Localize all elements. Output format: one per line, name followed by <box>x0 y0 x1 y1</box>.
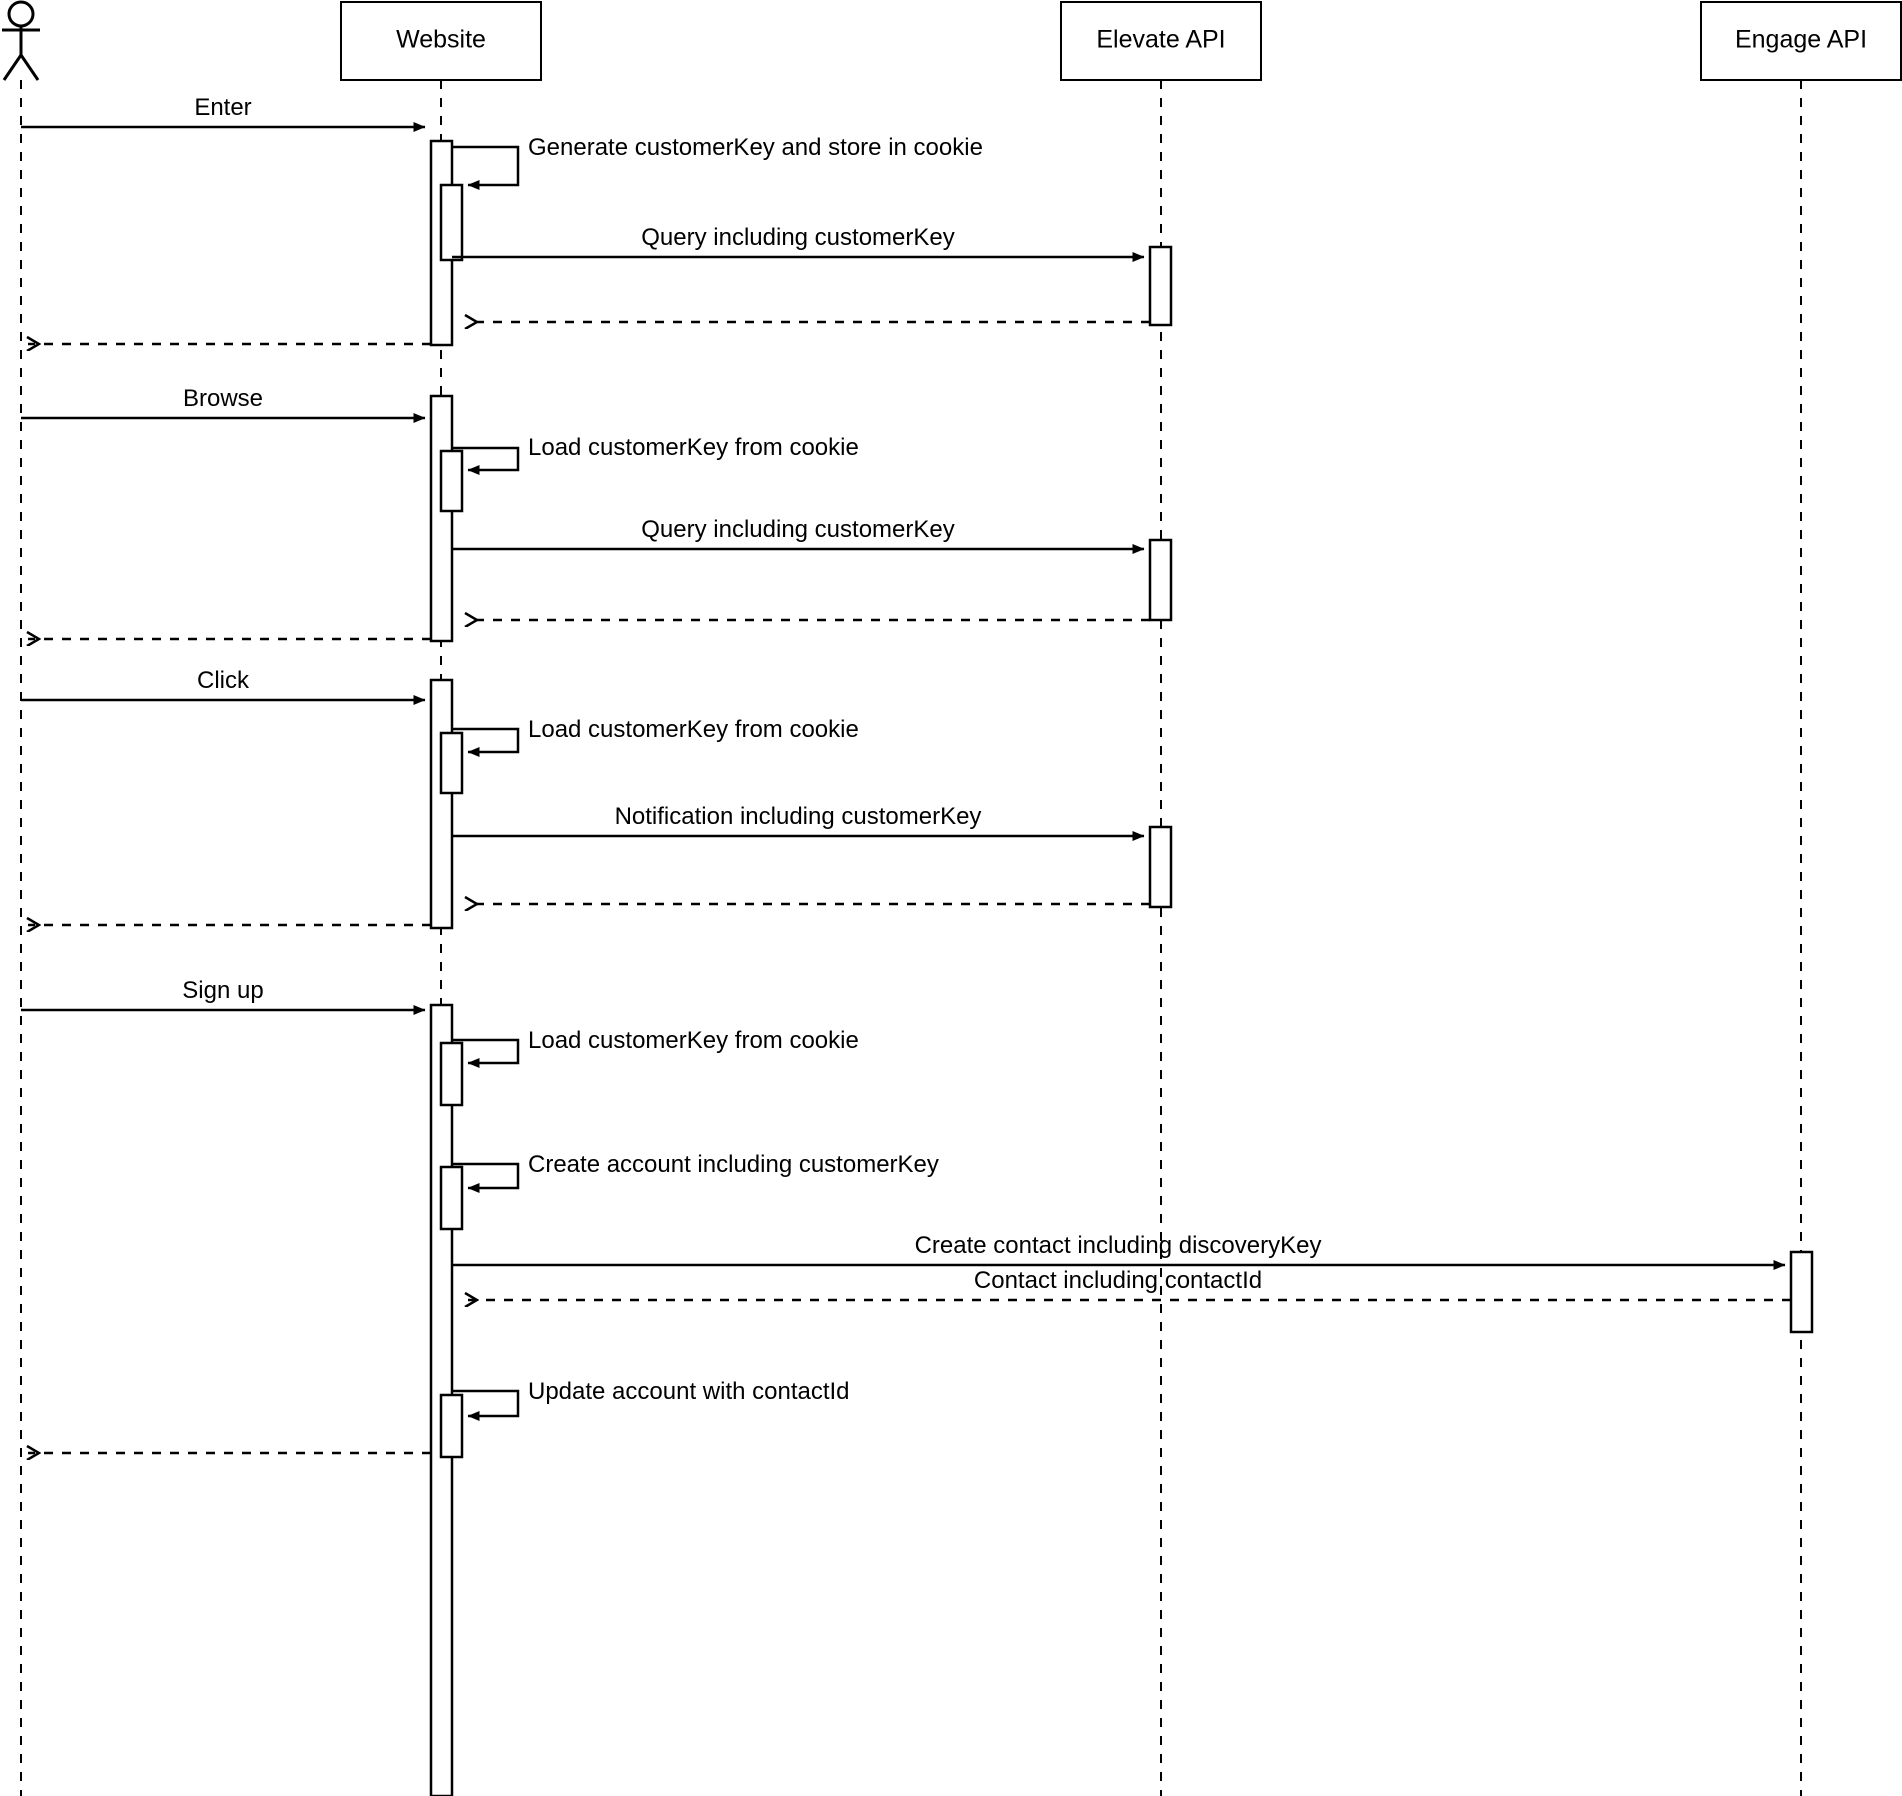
block-signup: Sign up Load customerKey from cookie Cre… <box>21 977 1814 1796</box>
self-message-generate-customer-key-label: Generate customerKey and store in cookie <box>528 134 983 161</box>
activation-website-browse-nested[interactable] <box>439 449 464 513</box>
self-message-load-customer-key-3-label: Load customerKey from cookie <box>528 1027 859 1054</box>
activation-website-click-nested[interactable] <box>439 731 464 795</box>
participant-box-website[interactable] <box>340 1 542 81</box>
message-click-label: Click <box>197 667 250 694</box>
self-message-generate-customer-key-arrow[interactable] <box>452 145 520 190</box>
activation-elevate-click[interactable] <box>1148 825 1173 909</box>
block-browse: Browse Load customerKey from cookie Quer… <box>21 385 1173 643</box>
participant-label-website: Website <box>396 26 486 54</box>
participant-box-elevate-api[interactable] <box>1060 1 1262 81</box>
activation-elevate-browse[interactable] <box>1148 538 1173 622</box>
message-create-contact-label: Create contact including discoveryKey <box>915 1232 1322 1259</box>
participant-actor[interactable] <box>2 0 40 1796</box>
participant-label-elevate-api: Elevate API <box>1096 26 1225 54</box>
self-message-load-customer-key-2-arrow[interactable] <box>452 727 520 757</box>
message-query-customer-key-2-label: Query including customerKey <box>641 516 954 543</box>
message-browse-label: Browse <box>183 385 263 412</box>
message-notification-customer-key-label: Notification including customerKey <box>615 803 982 830</box>
self-message-load-customer-key-1-arrow[interactable] <box>452 446 520 475</box>
block-enter: Enter Generate customerKey and store in … <box>21 94 1173 345</box>
activation-elevate-enter[interactable] <box>1148 245 1173 327</box>
self-message-load-customer-key-3-arrow[interactable] <box>452 1038 520 1068</box>
self-message-load-customer-key-1-label: Load customerKey from cookie <box>528 434 859 461</box>
message-signup-label: Sign up <box>182 977 263 1004</box>
participant-elevate-api[interactable]: Elevate API <box>1060 1 1262 1796</box>
activation-website-signup-nested-3[interactable] <box>439 1393 464 1459</box>
activation-website-click[interactable] <box>429 678 454 930</box>
activation-website-signup-nested-1[interactable] <box>439 1041 464 1107</box>
activation-engage-signup[interactable] <box>1789 1250 1814 1334</box>
actor-left-leg-icon <box>2 54 23 81</box>
self-message-update-account-label: Update account with contactId <box>528 1378 850 1405</box>
actor-head-icon <box>7 0 35 28</box>
activation-website-signup-nested-2[interactable] <box>439 1165 464 1231</box>
participant-label-engage-api: Engage API <box>1735 26 1867 54</box>
self-message-create-account-label: Create account including customerKey <box>528 1151 939 1178</box>
self-message-update-account-arrow[interactable] <box>452 1389 520 1421</box>
message-enter-label: Enter <box>194 94 251 121</box>
block-click: Click Load customerKey from cookie Notif… <box>21 667 1173 930</box>
self-message-load-customer-key-2-label: Load customerKey from cookie <box>528 716 859 743</box>
participant-engage-api[interactable]: Engage API <box>1700 1 1902 1796</box>
activation-website-enter-nested[interactable] <box>439 183 464 262</box>
return-message-contact-contactid-label: Contact including contactId <box>974 1267 1262 1294</box>
message-query-customer-key-1-label: Query including customerKey <box>641 224 954 251</box>
activation-website-browse[interactable] <box>429 394 454 643</box>
actor-right-leg-icon <box>19 54 40 81</box>
self-message-create-account-arrow[interactable] <box>452 1162 520 1193</box>
